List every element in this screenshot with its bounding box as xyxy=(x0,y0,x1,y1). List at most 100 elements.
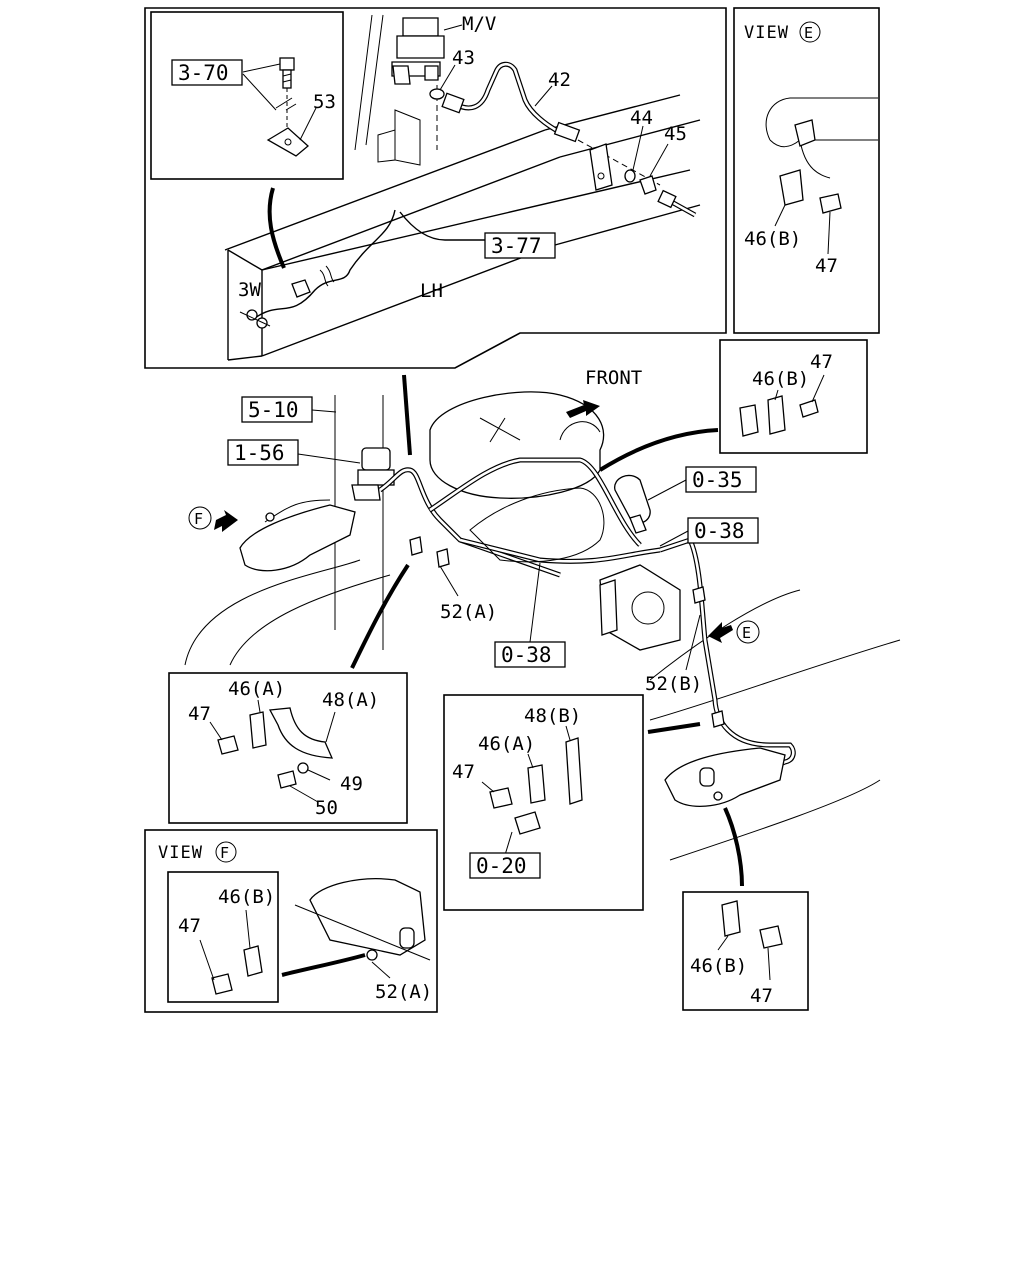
view-f-title: VIEW xyxy=(158,843,203,863)
label-52a-main: 52(A) xyxy=(440,601,497,623)
view-e-title: VIEW xyxy=(744,23,789,43)
leader-view-f xyxy=(281,953,366,977)
label-42: 42 xyxy=(548,69,571,91)
detail-panel-48a: 46(A) 48(A) 47 49 50 xyxy=(168,672,408,824)
bolt-47-icon xyxy=(799,399,819,418)
label-52a-f: 52(A) xyxy=(375,981,432,1003)
module-f-icon xyxy=(239,504,356,572)
ref-0-38-a: 0-38 xyxy=(694,519,745,543)
connector-icon xyxy=(291,279,311,298)
bolt-50-icon xyxy=(277,770,297,789)
three-way-icon xyxy=(239,309,271,329)
label-46a-d: 46(A) xyxy=(478,733,535,755)
inset-3-70 xyxy=(150,11,344,180)
pipe-42 xyxy=(441,61,581,143)
ref-box-1-56 xyxy=(227,439,299,466)
bolt-47-icon xyxy=(211,973,233,995)
label-48a-c: 48(A) xyxy=(322,689,379,711)
label-front: FRONT xyxy=(585,367,642,389)
detail-panel-48b: 48(B) 46(A) 47 0-20 xyxy=(443,694,644,911)
bolt-47-icon xyxy=(819,193,842,214)
ref-1-56: 1-56 xyxy=(234,441,285,465)
clip-46a-icon xyxy=(249,711,267,749)
bracket-48a-icon xyxy=(268,707,334,759)
clip-46b-icon xyxy=(243,945,263,977)
clip-52b-icon-2 xyxy=(711,710,725,728)
label-49-c: 49 xyxy=(340,773,363,795)
ref-3-70: 3-70 xyxy=(178,61,229,85)
label-53: 53 xyxy=(313,91,336,113)
clip-52a-icon xyxy=(409,536,423,556)
leader-panel-g xyxy=(723,807,744,887)
bolt-icon xyxy=(279,57,295,89)
ref-0-20: 0-20 xyxy=(476,854,527,878)
front-arrow-icon xyxy=(566,400,600,418)
label-46b-view-e: 46(B) xyxy=(744,228,801,250)
label-43: 43 xyxy=(452,47,475,69)
view-f-arrow-icon xyxy=(214,510,238,532)
label-mv: M/V xyxy=(462,13,496,35)
leader-3-70 xyxy=(267,187,286,269)
ref-3-77: 3-77 xyxy=(491,234,542,258)
clip-46b-icon xyxy=(721,900,741,937)
view-f-letter: F xyxy=(220,844,229,862)
label-47-detail-a: 47 xyxy=(810,351,833,373)
bracket-detail-a: 46(B) 47 xyxy=(719,339,868,454)
bracket-53-icon xyxy=(266,127,309,157)
main-assembly: 5-10 1-56 xyxy=(184,367,901,861)
label-46b-g: 46(B) xyxy=(690,955,747,977)
leader-panel-d xyxy=(647,722,701,734)
washer-49-icon xyxy=(297,762,309,774)
label-46b-f: 46(B) xyxy=(218,886,275,908)
label-3w: 3W xyxy=(238,279,261,301)
tank-icon xyxy=(429,391,605,499)
valve-1-56-icon xyxy=(351,447,395,501)
cylinder-0-35-icon xyxy=(614,474,651,534)
view-e-letter: E xyxy=(804,24,813,42)
module-view-f-icon xyxy=(309,878,426,956)
top-detail-panel: 3-70 53 xyxy=(144,7,727,369)
label-47-c: 47 xyxy=(188,703,211,725)
clip-52a-icon-2 xyxy=(436,548,450,568)
ref-box-0-38-b xyxy=(494,641,566,668)
mv-valve-icon xyxy=(391,17,445,85)
plate-icon xyxy=(589,143,613,191)
ref-0-38-b: 0-38 xyxy=(501,643,552,667)
label-lh: LH xyxy=(420,280,443,302)
label-47-view-e: 47 xyxy=(815,255,838,277)
label-46b-detail-a: 46(B) xyxy=(752,368,809,390)
label-47-f: 47 xyxy=(178,915,201,937)
label-52b-main: 52(B) xyxy=(645,673,702,695)
detail-panel-g: 46(B) 47 xyxy=(682,891,809,1011)
nut-45-icon xyxy=(639,175,657,195)
clip-46b-icon xyxy=(779,169,804,206)
arrow-f-letter: F xyxy=(194,510,203,528)
label-48b-d: 48(B) xyxy=(524,705,581,727)
bolt-47-icon xyxy=(217,735,239,755)
bolt-47-icon xyxy=(489,787,513,809)
ref-box-5-10 xyxy=(241,396,313,423)
label-44: 44 xyxy=(630,107,653,129)
label-47-g: 47 xyxy=(750,985,773,1007)
ref-box-0-20 xyxy=(469,852,541,879)
leader-panel-c xyxy=(350,563,410,669)
view-f-inset xyxy=(167,871,279,1003)
leader-bracket-a xyxy=(598,428,719,472)
ref-box-0-38-a xyxy=(687,517,759,544)
clip-52b-icon xyxy=(692,586,706,604)
view-f-panel: VIEW F 46(B) 47 52(A) xyxy=(144,829,438,1013)
bolt-47-icon xyxy=(759,925,783,949)
ref-box-3-70 xyxy=(171,59,243,86)
label-50-c: 50 xyxy=(315,797,338,819)
ref-box-3-77 xyxy=(484,232,556,259)
ref-0-35: 0-35 xyxy=(692,468,743,492)
washer-44-icon xyxy=(624,169,636,183)
arrow-e-letter: E xyxy=(742,624,751,642)
clip-46a-icon xyxy=(527,764,546,804)
label-45: 45 xyxy=(664,123,687,145)
module-e-icon xyxy=(664,747,786,807)
label-46a-c: 46(A) xyxy=(228,678,285,700)
bracket-48b-icon xyxy=(565,737,583,805)
